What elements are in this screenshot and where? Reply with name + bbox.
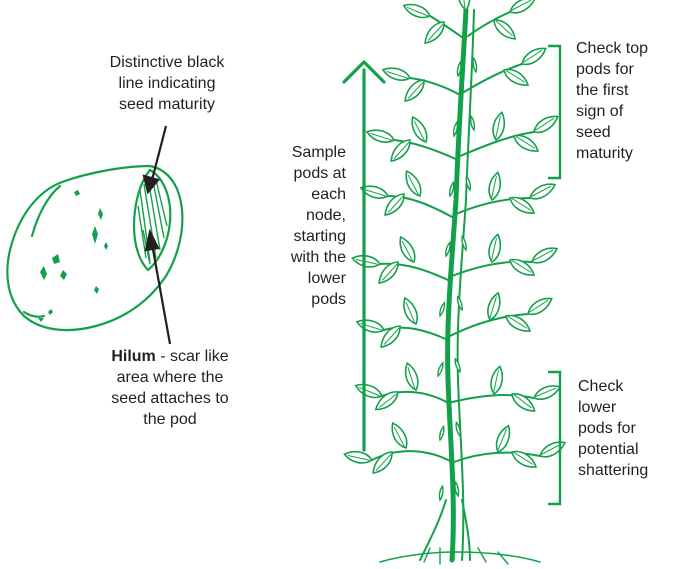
black-line-label-line: Distinctive black — [74, 52, 260, 73]
sample-pods-line: with the — [256, 247, 346, 268]
hilum-description-start: - scar like — [156, 348, 229, 365]
black-line-label-line: seed maturity — [74, 94, 260, 115]
sample-pods-line: pods at — [256, 163, 346, 184]
hilum-label-first-line: Hilum - scar like — [80, 346, 260, 367]
check-lower-line: potential — [578, 439, 672, 460]
check-lower-line: Check — [578, 376, 672, 397]
hilum-label: Hilum - scar like area where the seed at… — [80, 346, 260, 430]
sample-pods-label: Sample pods at each node, starting with … — [256, 142, 346, 310]
check-lower-line: lower — [578, 397, 672, 418]
check-top-line: the first — [576, 80, 672, 101]
sample-pods-line: starting — [256, 226, 346, 247]
hilum-label-line: the pod — [80, 409, 260, 430]
hilum-label-line: area where the — [80, 367, 260, 388]
check-lower-line: shattering — [578, 460, 672, 481]
hilum-term: Hilum — [111, 348, 155, 365]
check-top-line: pods for — [576, 59, 672, 80]
black-line-label: Distinctive black line indicating seed m… — [74, 52, 260, 115]
check-top-line: seed — [576, 122, 672, 143]
sample-pods-line: each — [256, 184, 346, 205]
black-line-label-line: line indicating — [74, 73, 260, 94]
check-top-line: Check top — [576, 38, 672, 59]
check-top-line: maturity — [576, 143, 672, 164]
check-lower-line: pods for — [578, 418, 672, 439]
hilum-label-line: seed attaches to — [80, 388, 260, 409]
check-top-line: sign of — [576, 101, 672, 122]
sample-pods-line: pods — [256, 289, 346, 310]
sample-pods-line: node, — [256, 205, 346, 226]
sample-pods-line: lower — [256, 268, 346, 289]
check-top-label: Check top pods for the first sign of see… — [576, 38, 672, 164]
sample-pods-line: Sample — [256, 142, 346, 163]
check-lower-label: Check lower pods for potential shatterin… — [578, 376, 672, 481]
bracket-icon — [548, 46, 560, 178]
